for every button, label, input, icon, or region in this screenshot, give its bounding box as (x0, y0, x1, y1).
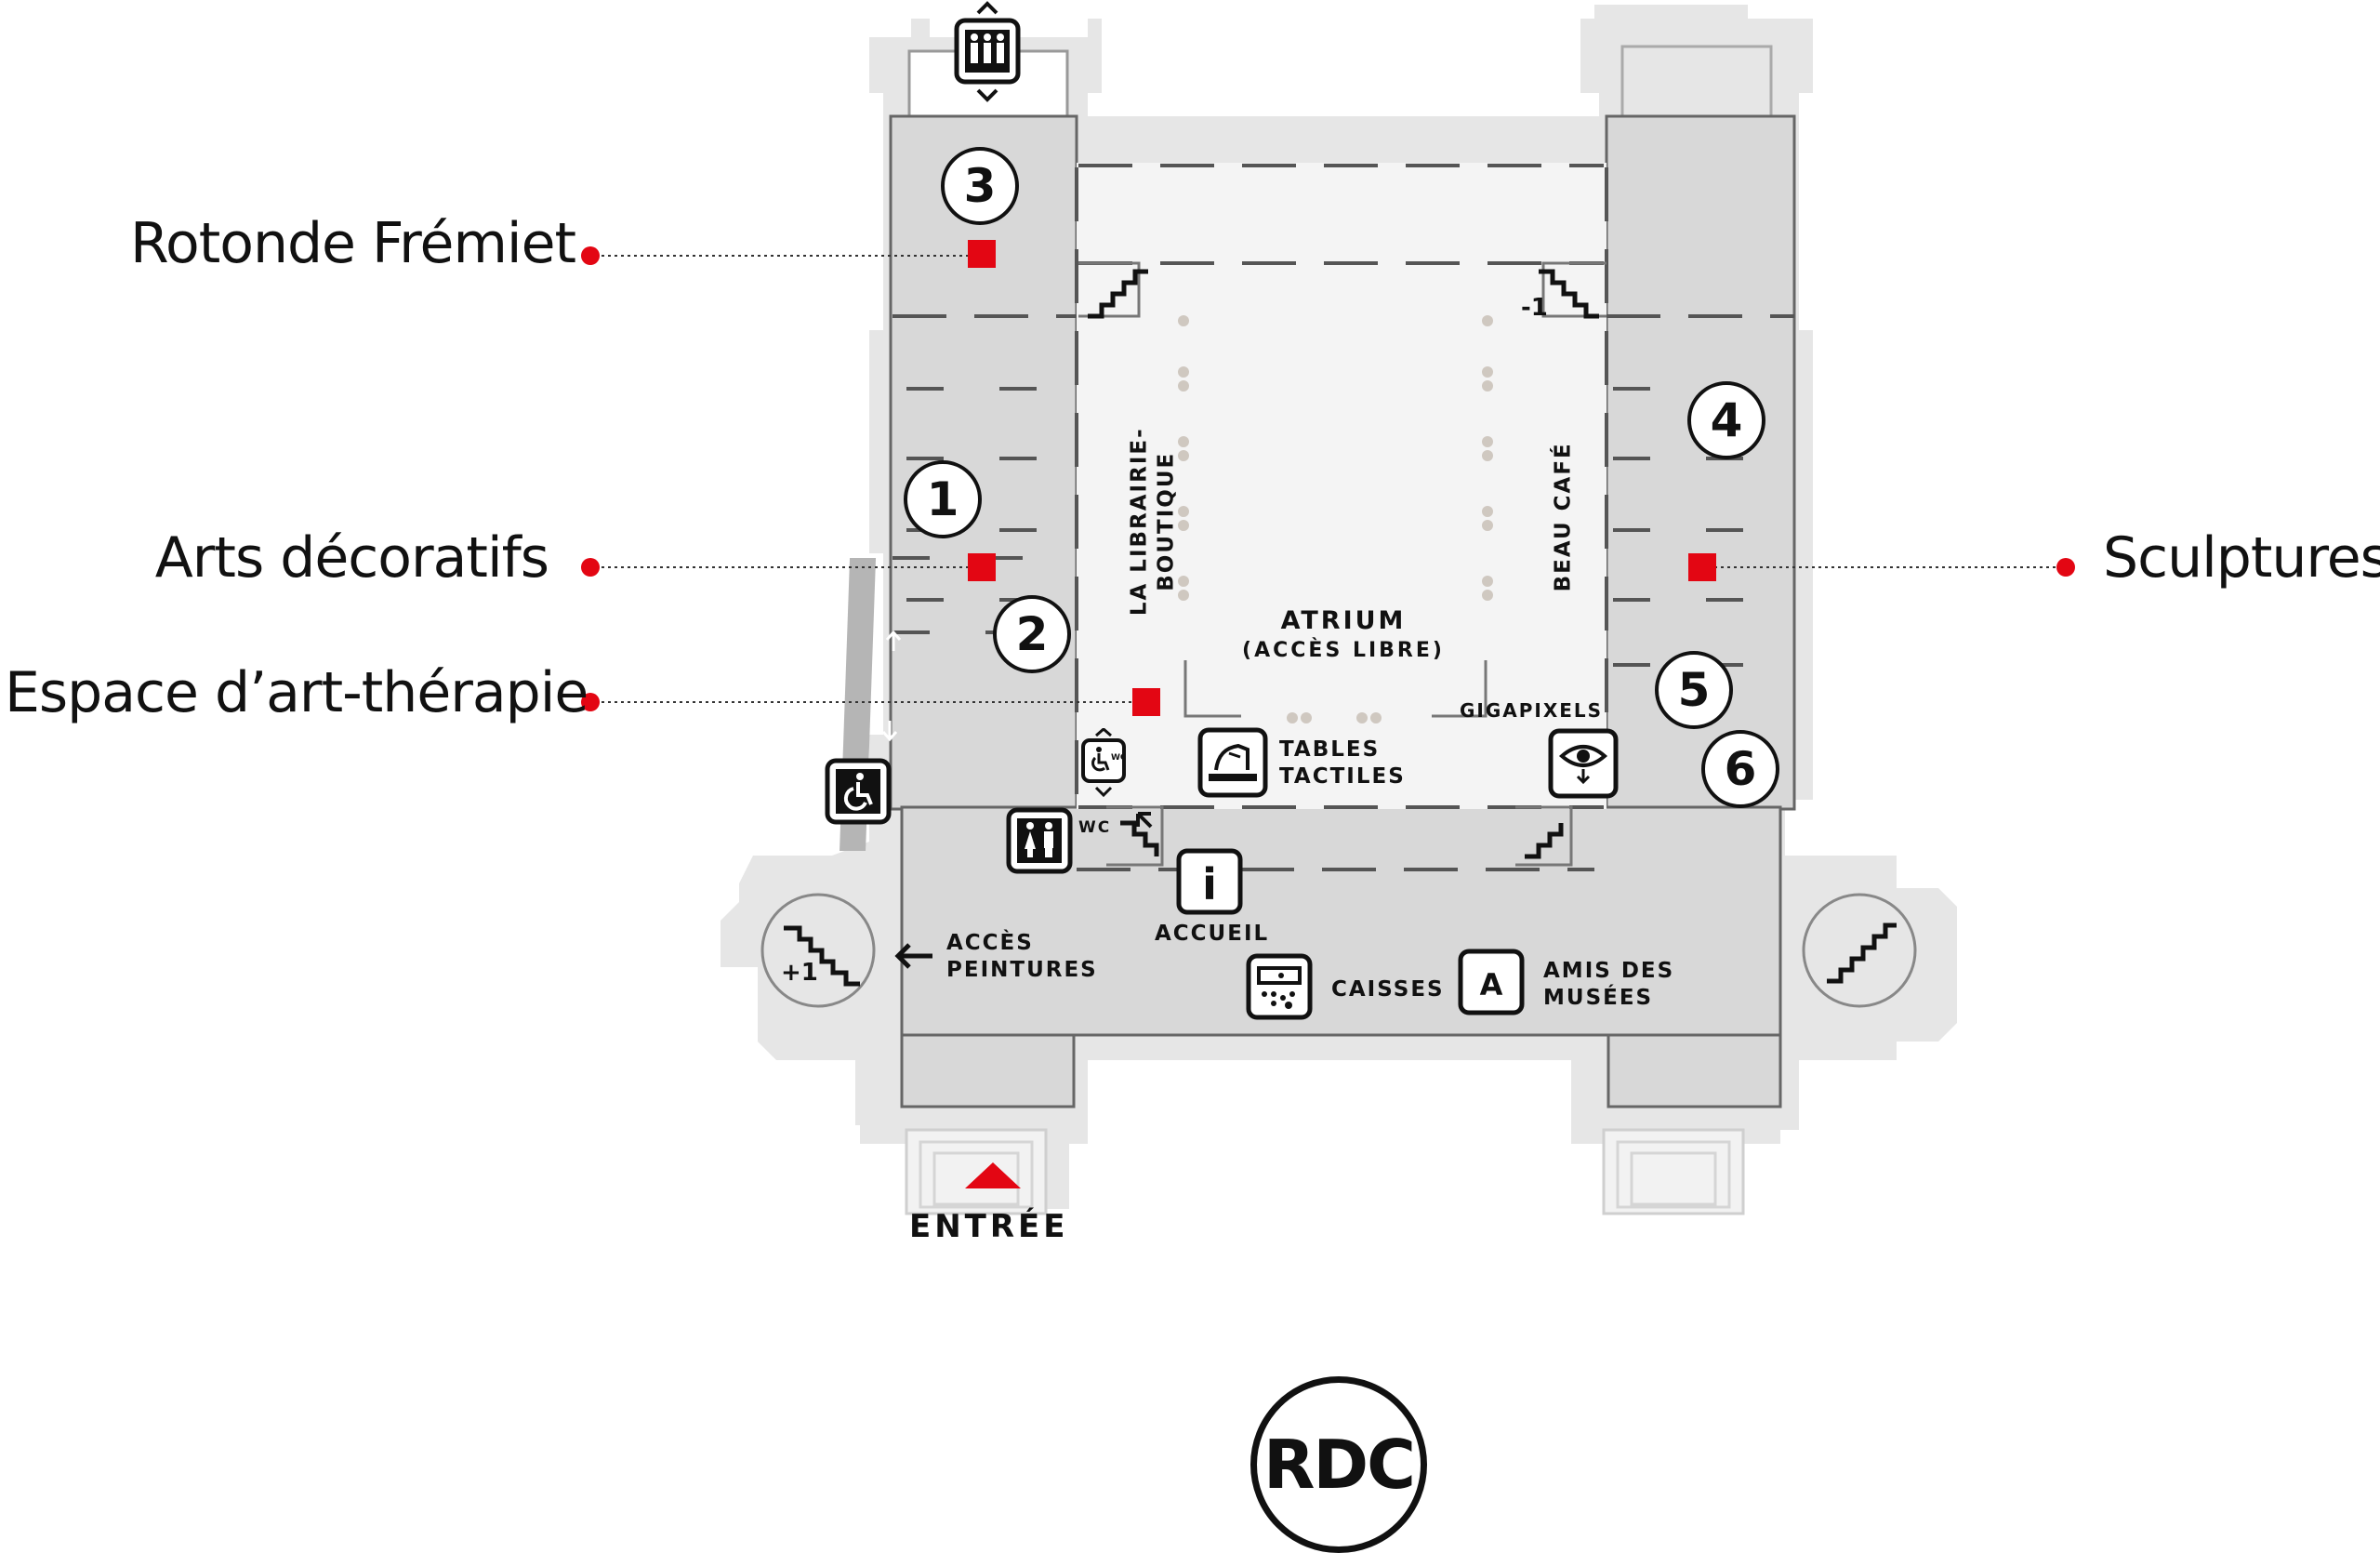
column-dot (1482, 506, 1493, 517)
room-number-1: 1 (904, 460, 982, 538)
atrium-area (1077, 163, 1606, 809)
leader-lines (595, 255, 2064, 703)
label-wc: WC (1078, 818, 1112, 837)
svg-text:A: A (1480, 967, 1503, 1002)
label-gigapixels: GIGAPIXELS (1460, 699, 1604, 722)
column-dot (1482, 450, 1493, 461)
label-stairs-up: +1 (781, 959, 818, 987)
column-dot (1178, 576, 1189, 587)
friends-icon[interactable]: A (1458, 949, 1525, 1015)
gigapixel-eye-icon[interactable] (1548, 728, 1619, 799)
corner-walls (1078, 261, 1606, 867)
amis-line2: MUSÉES (1543, 985, 1654, 1010)
column-dot (1482, 436, 1493, 447)
columns (1178, 315, 1493, 723)
wc-accessible-elevator-icon[interactable]: WC (1080, 728, 1127, 803)
tables-line2: TACTILES (1279, 763, 1406, 789)
room-number-4: 4 (1687, 381, 1765, 459)
room-number-2: 2 (993, 595, 1071, 673)
column-dot (1178, 315, 1189, 326)
arrow-left-icon (894, 943, 932, 969)
arrow-icon (1136, 812, 1153, 829)
label-entree: ENTRÉE (909, 1208, 1069, 1245)
room-number-5: 5 (1655, 651, 1733, 729)
entrance-triangle-icon (965, 1162, 1021, 1188)
label-tables-tactiles: TABLES TACTILES (1279, 737, 1406, 790)
svg-text:WC: WC (1111, 753, 1127, 763)
column-dot (1178, 520, 1189, 531)
atrium-title: ATRIUM (1280, 606, 1407, 635)
column-dot (1482, 366, 1493, 378)
tables-line1: TABLES (1279, 737, 1381, 762)
column-dot (1482, 590, 1493, 601)
leader-dots (581, 246, 2075, 711)
room-number-6: 6 (1701, 730, 1779, 808)
room-number-3: 3 (941, 147, 1019, 225)
column-dot (1178, 590, 1189, 601)
column-dot (1287, 712, 1298, 723)
label-beau-cafe: BEAU CAFÉ (1551, 442, 1576, 592)
atrium-subtitle: (ACCÈS LIBRE) (1242, 639, 1445, 662)
column-dot (1178, 380, 1189, 392)
column-dot (1370, 712, 1382, 723)
restroom-icon[interactable] (1006, 807, 1073, 874)
column-dot (1482, 315, 1493, 326)
column-dot (1178, 436, 1189, 447)
label-atrium: ATRIUM (ACCÈS LIBRE) (1218, 606, 1469, 662)
rotunda-right (1802, 893, 1917, 1008)
svg-text:i: i (1202, 859, 1217, 909)
librairie-line2: BOUTIQUE (1154, 451, 1178, 591)
column-dot (1356, 712, 1368, 723)
accessibility-icon[interactable] (825, 758, 892, 825)
label-acces-peintures: ACCÈS PEINTURES (946, 930, 1098, 984)
column-dot (1482, 520, 1493, 531)
location-markers (968, 240, 1716, 716)
dashed-partitions (892, 164, 1794, 871)
cash-register-icon[interactable] (1246, 953, 1313, 1020)
info-icon[interactable]: i (1176, 848, 1243, 915)
column-dot (1178, 366, 1189, 378)
floor-level-badge: RDC (1250, 1376, 1427, 1553)
column-dot (1178, 506, 1189, 517)
column-dot (1482, 380, 1493, 392)
ramp-arrows (881, 630, 902, 742)
label-librairie-boutique: LA LIBRAIRIE- BOUTIQUE (1126, 419, 1180, 624)
elevator-icon[interactable] (953, 0, 1023, 107)
column-dot (1301, 712, 1312, 723)
stairs-icon (784, 269, 1897, 987)
acces-line2: PEINTURES (946, 957, 1098, 982)
callout-rotonde-fremiet: Rotonde Frémiet (130, 211, 576, 276)
label-accueil: ACCUEIL (1155, 922, 1270, 946)
acces-line1: ACCÈS (946, 931, 1034, 955)
callout-arts-decoratifs: Arts décoratifs (154, 525, 549, 591)
callout-sculptures: Sculptures (2103, 525, 2380, 591)
label-stairs-down: -1 (1521, 294, 1548, 322)
label-caisses: CAISSES (1331, 977, 1445, 1002)
amis-line1: AMIS DES (1543, 959, 1675, 983)
column-dot (1178, 450, 1189, 461)
label-amis-des-musees: AMIS DES MUSÉES (1543, 958, 1674, 1012)
touch-table-icon[interactable] (1197, 727, 1268, 798)
callout-espace-art-therapie: Espace d’art-thérapie (5, 660, 588, 725)
librairie-line1: LA LIBRAIRIE- (1127, 427, 1152, 617)
column-dot (1482, 576, 1493, 587)
short-partitions (892, 387, 1780, 667)
